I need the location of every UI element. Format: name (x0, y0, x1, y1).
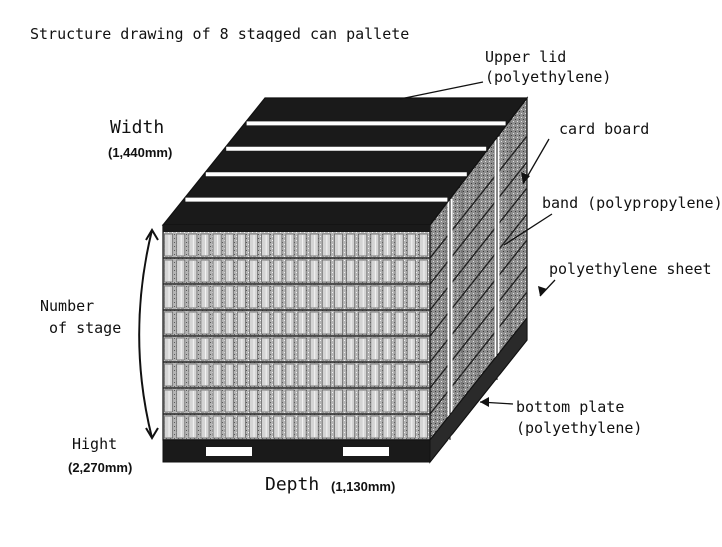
can (200, 259, 210, 283)
can (346, 363, 356, 387)
can (188, 415, 198, 439)
label-depth: Depth (265, 474, 320, 495)
can (346, 233, 356, 257)
upper-lid (161, 97, 529, 232)
label-number-of-stage-line1: Number (40, 297, 95, 315)
can (188, 259, 198, 283)
can (236, 415, 246, 439)
can (200, 363, 210, 387)
can (309, 233, 319, 257)
can (309, 337, 319, 361)
can (188, 311, 198, 335)
label-width: Width (110, 117, 165, 138)
label-hight-value: (2,270mm) (68, 460, 133, 475)
can (346, 389, 356, 413)
pallet-side-face (429, 96, 528, 464)
arrowhead-polyethylene-sheet (538, 286, 547, 296)
leader-upper-lid (399, 81, 484, 100)
can (188, 337, 198, 361)
label-depth-value: (1,130mm) (331, 479, 396, 494)
front-can-grid (163, 233, 430, 441)
leader-band (503, 213, 553, 246)
can (346, 415, 356, 439)
pallet-fork-opening-right (343, 447, 389, 456)
can (200, 311, 210, 335)
can (200, 285, 210, 309)
label-upper-lid: Upper lid (485, 48, 567, 66)
side-stage-rows (429, 120, 528, 441)
can (309, 311, 319, 335)
can (309, 285, 319, 309)
label-upper-lid-material: (polyethylene) (485, 68, 612, 86)
can (236, 337, 246, 361)
label-bottom-plate-material: (polyethylene) (516, 419, 643, 437)
label-hight: Hight (72, 435, 118, 453)
can (346, 337, 356, 361)
can (236, 259, 246, 283)
can (236, 363, 246, 387)
bottom-plate (162, 316, 528, 464)
can (188, 363, 198, 387)
can (236, 311, 246, 335)
can (200, 233, 210, 257)
can (236, 233, 246, 257)
arrowhead-card-board (521, 172, 530, 184)
label-polyethylene-sheet: polyethylene sheet (549, 260, 712, 278)
label-number-of-stage-line2: of stage (49, 319, 122, 337)
can (309, 389, 319, 413)
pallet-front-face (162, 224, 431, 441)
leader-arrowheads (480, 172, 547, 407)
stage-dimension-arrow (138, 228, 159, 440)
can (309, 363, 319, 387)
can (309, 259, 319, 283)
can (346, 311, 356, 335)
arrowhead-bottom-plate (480, 397, 489, 407)
label-band: band (polypropylene) (542, 194, 722, 212)
can (200, 389, 210, 413)
diagram-title: Structure drawing of 8 staqged can palle… (30, 25, 410, 43)
label-card-board: card board (559, 120, 650, 138)
can (188, 285, 198, 309)
can (346, 259, 356, 283)
can (188, 233, 198, 257)
can (200, 337, 210, 361)
can (188, 389, 198, 413)
label-bottom-plate: bottom plate (516, 398, 625, 416)
can (236, 389, 246, 413)
lid-band-stripes (185, 121, 506, 202)
label-width-value: (1,440mm) (108, 145, 173, 160)
can (236, 285, 246, 309)
pallet-fork-opening-left (206, 447, 252, 456)
can (309, 415, 319, 439)
can (200, 415, 210, 439)
can (346, 285, 356, 309)
